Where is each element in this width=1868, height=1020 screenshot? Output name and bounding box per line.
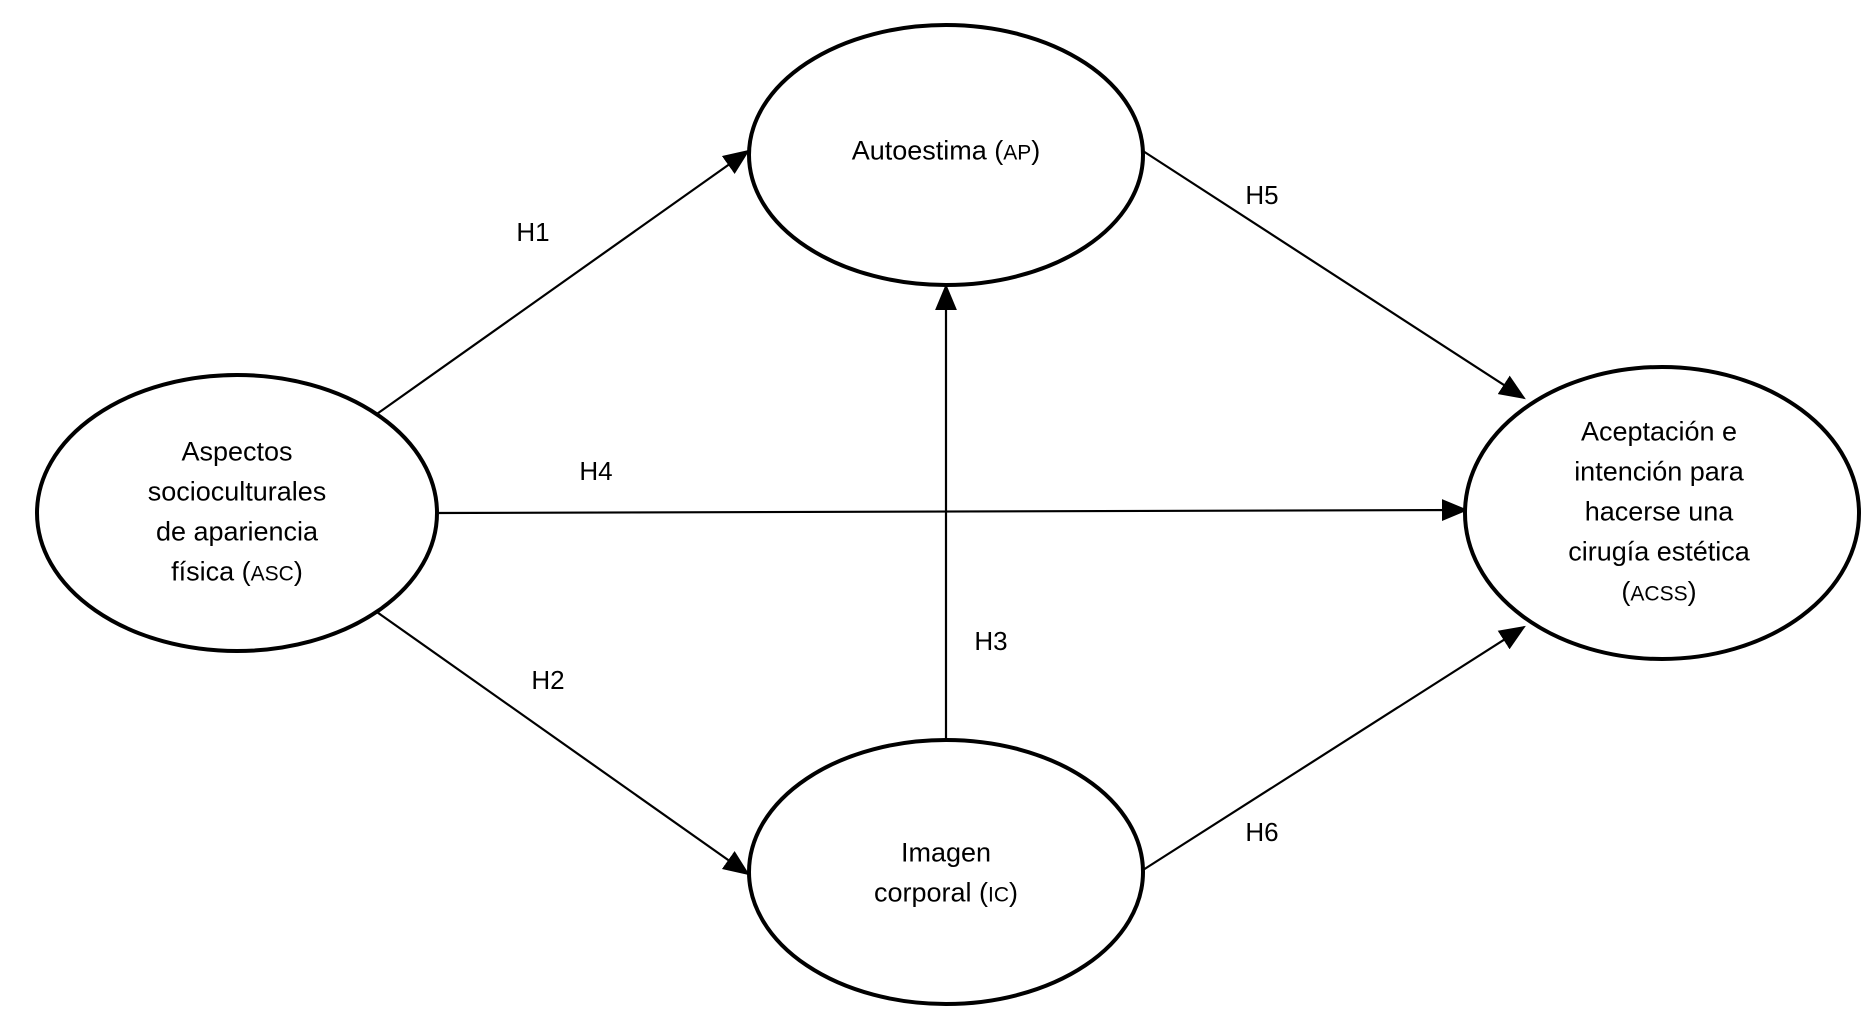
node-acss-text: Aceptación e intención para hacerse una … bbox=[1568, 416, 1750, 567]
node-asc-label: Aspectos socioculturales de apariencia f… bbox=[147, 436, 327, 587]
edge-label-h4: H4 bbox=[579, 456, 613, 486]
edge-h2-asc-to-ic bbox=[373, 609, 750, 876]
edge-h6-ic-to-acss bbox=[1142, 625, 1526, 871]
node-acss-label: Aceptación e intención para hacerse una … bbox=[1568, 416, 1750, 607]
edge-h5-ap-to-acss bbox=[1142, 150, 1526, 400]
edge-label-h2: H2 bbox=[531, 665, 565, 695]
node-asc-text: Aspectos socioculturales de apariencia f… bbox=[147, 436, 327, 587]
node-ap-label: Autoestima (AP) bbox=[851, 135, 1041, 166]
node-acss-ellipse bbox=[1463, 365, 1861, 661]
edge-label-h5: H5 bbox=[1245, 180, 1279, 210]
edge-h4-asc-to-acss bbox=[436, 499, 1469, 522]
node-asc-abbr: ASC bbox=[250, 562, 294, 586]
node-ic-ellipse bbox=[747, 738, 1145, 1006]
node-ap-text: Autoestima bbox=[851, 135, 987, 166]
node-acss-abbr: ACSS bbox=[1630, 582, 1688, 606]
edge-h1-asc-to-ap bbox=[373, 149, 750, 417]
edge-label-h3: H3 bbox=[974, 626, 1008, 656]
edge-label-h1: H1 bbox=[516, 217, 550, 247]
node-asc-ellipse bbox=[35, 373, 439, 653]
edge-label-h6: H6 bbox=[1245, 817, 1279, 847]
node-ic-label: Imagen corporal (IC) bbox=[873, 837, 1019, 908]
node-ap-abbr: AP bbox=[1003, 141, 1032, 165]
node-ic-abbr: IC bbox=[988, 883, 1010, 907]
node-ic-text: Imagen corporal bbox=[873, 837, 992, 908]
node-ap-ellipse bbox=[747, 23, 1145, 287]
